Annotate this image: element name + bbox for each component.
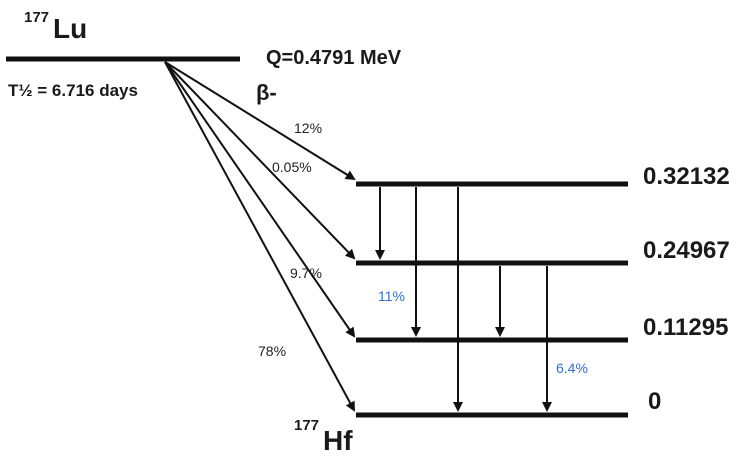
beta-intensity-label: 12% xyxy=(294,120,322,136)
daughter-symbol: Hf xyxy=(323,425,353,456)
beta-intensity-label: 78% xyxy=(258,343,286,359)
daughter-mass-number: 177 xyxy=(294,417,319,434)
level-energy-label: 0.11295 xyxy=(643,314,728,341)
decay-mode-label: β- xyxy=(256,80,277,105)
q-value-label: Q=0.4791 MeV xyxy=(266,47,402,69)
beta-branch-arrow xyxy=(164,61,355,412)
parent-symbol: Lu xyxy=(53,13,87,44)
beta-branch-arrow xyxy=(164,61,356,260)
beta-intensity-label: 9.7% xyxy=(290,265,322,281)
parent-mass-number: 177 xyxy=(24,9,49,26)
level-energy-label: 0 xyxy=(648,388,661,415)
level-energy-label: 0.24967 xyxy=(643,237,730,264)
half-life-label: T½ = 6.716 days xyxy=(8,81,138,100)
beta-branch-arrow xyxy=(164,61,356,181)
gamma-intensity-label: 11% xyxy=(378,288,405,304)
level-energy-label: 0.32132 xyxy=(643,163,730,190)
beta-branch-arrow xyxy=(164,61,356,338)
gamma-intensity-label: 6.4% xyxy=(556,360,588,376)
beta-intensity-label: 0.05% xyxy=(272,159,312,175)
